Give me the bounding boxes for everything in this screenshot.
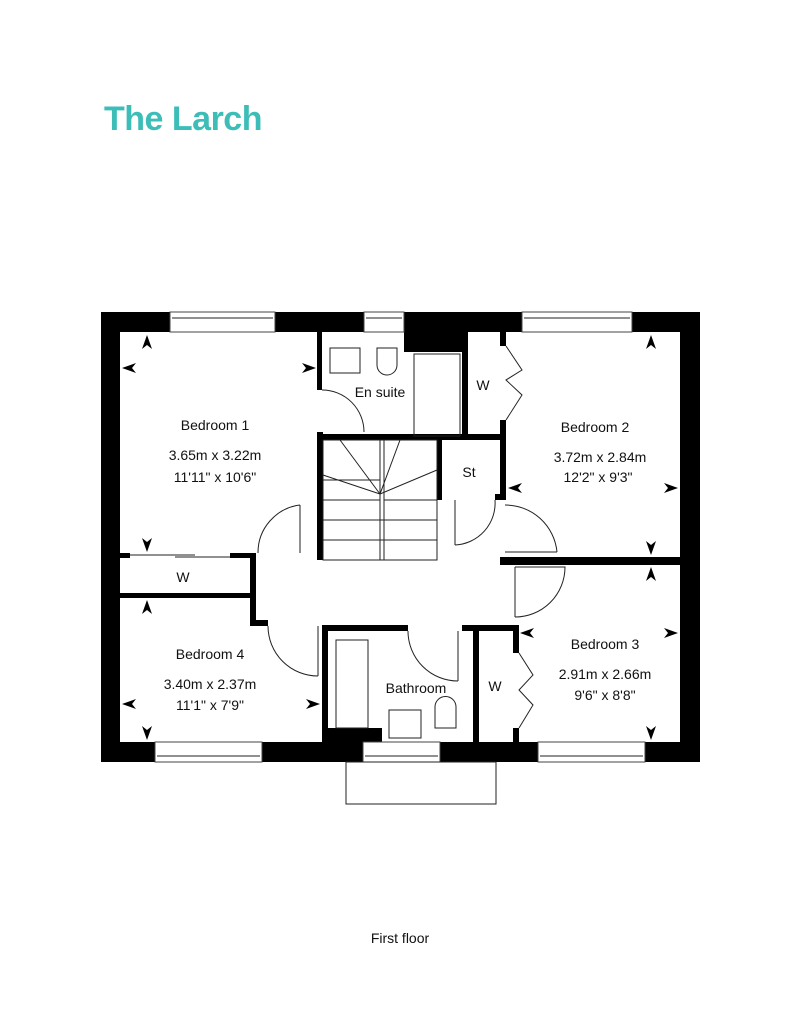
fixtures — [329, 347, 461, 739]
door-bedroom1 — [257, 504, 301, 554]
porch-roof — [345, 761, 497, 805]
plan-title: The Larch — [104, 100, 262, 138]
room-imperial-bedroom2: 12'2" x 9'3" — [564, 469, 633, 485]
room-name-wardrobe3: W — [488, 678, 502, 694]
window — [537, 741, 646, 763]
room-metric-bedroom4: 3.40m x 2.37m — [164, 676, 257, 692]
room-imperial-bedroom1: 11'11" x 10'6" — [174, 469, 257, 485]
bifold-wardrobe3 — [518, 652, 534, 729]
room-name-bathroom: Bathroom — [386, 680, 447, 696]
floor-caption: First floor — [370, 930, 430, 946]
ensuite-basin — [329, 347, 361, 374]
room-imperial-bedroom4: 11'1" x 7'9" — [176, 697, 244, 713]
door-bedroom3 — [514, 566, 566, 618]
room-name-ensuite: En suite — [355, 384, 406, 400]
room-name-bedroom3: Bedroom 3 — [571, 636, 640, 652]
ensuite-toilet — [376, 347, 398, 376]
room-name-bedroom2: Bedroom 2 — [561, 419, 630, 435]
door-bedroom2 — [504, 504, 558, 553]
room-name-bedroom1: Bedroom 1 — [181, 417, 250, 433]
door-store — [454, 499, 496, 546]
room-name-bedroom4: Bedroom 4 — [176, 646, 245, 662]
window — [362, 741, 441, 763]
shower-tray — [413, 353, 461, 437]
room-metric-bedroom2: 3.72m x 2.84m — [554, 449, 647, 465]
door-ensuite — [321, 389, 365, 433]
doors — [130, 345, 566, 729]
room-imperial-bedroom3: 9'6" x 8'8" — [574, 687, 635, 703]
room-metric-bedroom1: 3.65m x 3.22m — [169, 447, 262, 463]
window — [169, 311, 276, 333]
window — [521, 311, 633, 333]
window — [154, 741, 263, 763]
room-name-store: St — [462, 464, 475, 480]
window — [363, 311, 405, 333]
bifold-wardrobe2 — [505, 345, 523, 421]
sliding-wardrobe1 — [130, 554, 230, 558]
bathroom-toilet — [434, 696, 457, 729]
bathroom-basin — [388, 709, 422, 739]
bath — [335, 639, 369, 729]
stairs — [322, 439, 438, 561]
room-metric-bedroom3: 2.91m x 2.66m — [559, 666, 652, 682]
room-name-wardrobe2: W — [476, 377, 490, 393]
windows — [154, 311, 646, 763]
room-name-wardrobe1: W — [176, 569, 190, 585]
door-bedroom4 — [267, 625, 319, 677]
door-bathroom — [407, 630, 459, 682]
